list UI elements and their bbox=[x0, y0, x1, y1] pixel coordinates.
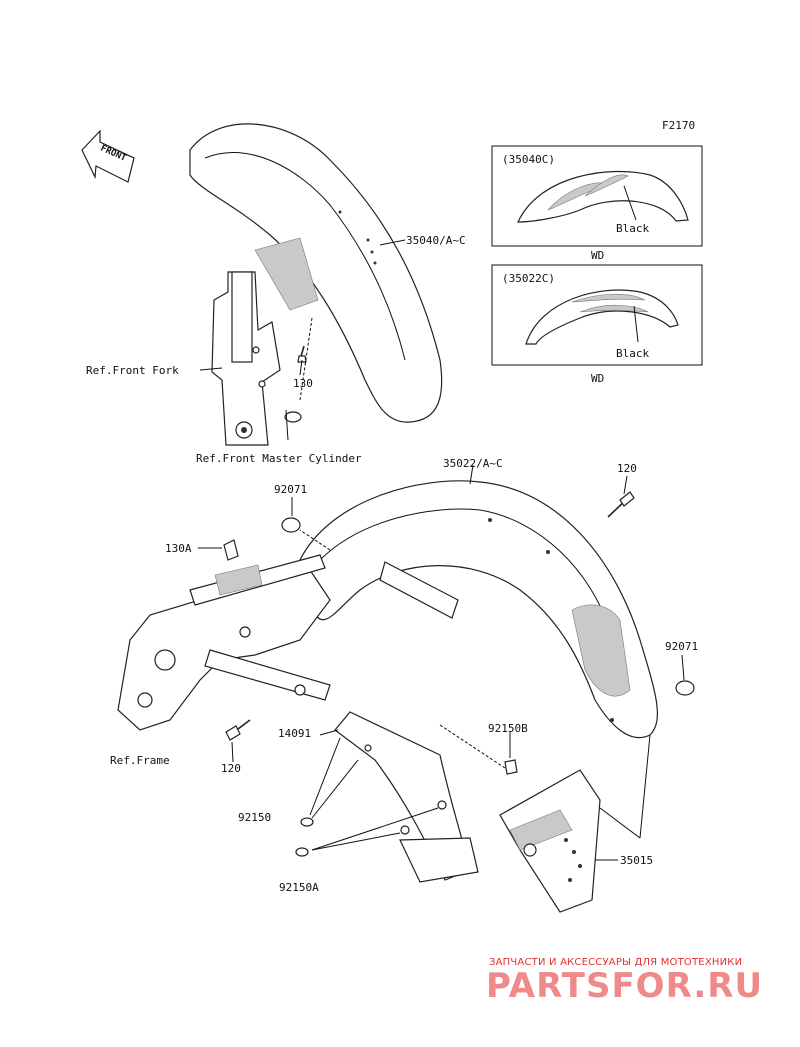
callout-130a: 130A bbox=[165, 542, 192, 555]
ref-front-master-cylinder: Ref.Front Master Cylinder bbox=[196, 452, 362, 465]
inset-code-35040c: (35040C) bbox=[502, 153, 555, 166]
inset-caption-35040c: WD bbox=[591, 249, 604, 262]
callout-92150b: 92150B bbox=[488, 722, 528, 735]
callout-35022: 35022/A~C bbox=[443, 457, 503, 470]
watermark-tagline: ЗАПЧАСТИ И АКСЕССУАРЫ ДЛЯ МОТОТЕХНИКИ bbox=[489, 957, 742, 968]
front-fork bbox=[211, 271, 281, 446]
figure-code: F2170 bbox=[662, 119, 695, 132]
callout-92150: 92150 bbox=[238, 811, 271, 824]
inset-caption-35022c: WD bbox=[591, 372, 604, 385]
bracket-14091 bbox=[334, 711, 479, 883]
ref-frame: Ref.Frame bbox=[110, 754, 170, 767]
inset-35022c: (35022C) Black WD bbox=[491, 264, 703, 385]
frame bbox=[117, 554, 331, 731]
bolt-92150b bbox=[504, 759, 518, 775]
nut-92150 bbox=[300, 817, 314, 827]
inset-code-35022c: (35022C) bbox=[502, 272, 555, 285]
fasteners bbox=[223, 491, 695, 857]
inset-color-35022c: Black bbox=[616, 347, 649, 360]
callout-92071-left: 92071 bbox=[274, 483, 307, 496]
callout-35040: 35040/A~C bbox=[406, 234, 466, 247]
grommet-92071-left bbox=[281, 517, 301, 533]
leaders-top bbox=[199, 239, 406, 441]
grommet-92071-right bbox=[675, 680, 695, 696]
watermark: ЗАПЧАСТИ И АКСЕССУАРЫ ДЛЯ МОТОТЕХНИКИ PA… bbox=[486, 957, 763, 1006]
front-arrow-icon: FRONT bbox=[81, 129, 135, 183]
callout-130: 130 bbox=[293, 377, 313, 390]
leaders-bottom bbox=[198, 464, 685, 861]
rear-fender-35022 bbox=[299, 480, 659, 739]
bolt-130a bbox=[223, 539, 239, 561]
callout-14091: 14091 bbox=[278, 727, 311, 740]
inset-color-35040c: Black bbox=[616, 222, 649, 235]
front-fender-35040 bbox=[189, 123, 443, 423]
master-cylinder-clamp bbox=[284, 345, 307, 423]
inset-35040c: (35040C) Black WD bbox=[491, 145, 703, 262]
ref-front-fork: Ref.Front Fork bbox=[86, 364, 179, 377]
nut-92150a bbox=[295, 847, 309, 857]
callout-35015: 35015 bbox=[620, 854, 653, 867]
callout-120-top: 120 bbox=[617, 462, 637, 475]
callout-92071-right: 92071 bbox=[665, 640, 698, 653]
bracket-35015 bbox=[499, 769, 601, 913]
callout-92150a: 92150A bbox=[279, 881, 319, 894]
watermark-logo: PARTSFOR.RU bbox=[486, 966, 763, 1006]
callout-120-bottom: 120 bbox=[221, 762, 241, 775]
